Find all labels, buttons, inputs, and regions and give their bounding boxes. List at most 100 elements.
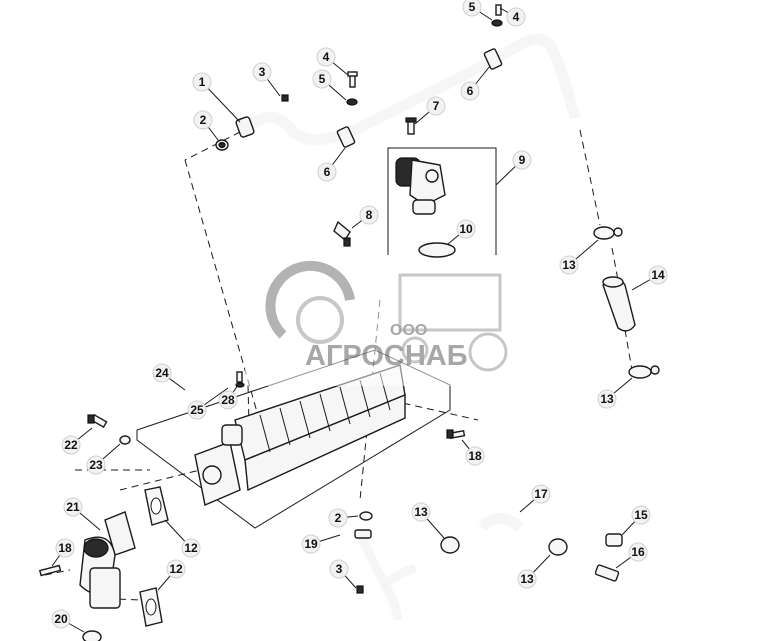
callout-c22: 22 <box>61 427 93 455</box>
clamp-13-mid-right <box>548 538 568 556</box>
callout-c5a: 5 <box>312 69 347 101</box>
callout-bubble <box>462 0 482 17</box>
callout-c13b: 13 <box>597 377 633 409</box>
callout-c4b: 4 <box>499 7 526 27</box>
clamp-13-lower <box>628 365 660 379</box>
callout-bubble <box>329 559 349 579</box>
gasket-12-lower <box>139 587 163 627</box>
callout-number: 13 <box>520 572 534 586</box>
bolt-18-right <box>446 429 466 439</box>
callout-bubble <box>252 62 272 82</box>
watermark-gear-icon <box>265 260 355 339</box>
egr-cooler-box <box>136 349 451 529</box>
callout-c18a: 18 <box>461 439 485 466</box>
bolt-3-lower <box>356 585 364 594</box>
callout-bubble <box>411 502 431 522</box>
callout-bubble <box>631 505 651 525</box>
callout-bubble <box>531 484 551 504</box>
callout-c10: 10 <box>447 219 476 245</box>
callout-number: 13 <box>600 392 614 406</box>
hose-14 <box>602 276 636 332</box>
callout-c15: 15 <box>621 505 651 536</box>
callout-c19: 19 <box>301 534 341 554</box>
callout-number: 9 <box>519 153 526 167</box>
callout-c25: 25 <box>187 387 229 420</box>
callout-c2b: 2 <box>328 508 359 528</box>
callout-number: 4 <box>323 50 330 64</box>
callout-c1: 1 <box>192 72 241 123</box>
callout-number: 17 <box>534 487 548 501</box>
callout-bubble <box>166 559 186 579</box>
callout-bubble <box>61 435 81 455</box>
watermark-company-name: АГРОСНАБ <box>305 340 468 372</box>
callout-c13a: 13 <box>559 239 599 275</box>
callout-c3b: 3 <box>329 559 357 589</box>
callout-c14: 14 <box>631 265 668 291</box>
callout-bubble <box>328 508 348 528</box>
callout-c20: 20 <box>51 609 85 633</box>
callout-bubble <box>597 389 617 409</box>
callout-number: 4 <box>513 10 520 24</box>
callout-c16: 16 <box>615 542 648 569</box>
washer-5-right <box>491 19 503 27</box>
callout-number: 19 <box>304 537 318 551</box>
callout-bubble <box>559 255 579 275</box>
callout-c21: 21 <box>63 497 101 531</box>
callout-c17: 17 <box>519 484 551 513</box>
callout-c24: 24 <box>152 363 186 391</box>
callout-number: 16 <box>631 545 645 559</box>
sensor-8 <box>333 220 351 247</box>
callout-number: 3 <box>336 562 343 576</box>
callout-bubble <box>648 265 668 285</box>
callout-number: 10 <box>459 222 473 236</box>
bolt-4-right <box>495 4 502 16</box>
bolt-25-28 <box>235 371 245 388</box>
hose-17 <box>478 513 524 532</box>
callout-bubble <box>187 400 207 420</box>
callout-number: 6 <box>324 165 331 179</box>
callout-c13d: 13 <box>517 554 551 589</box>
callout-bubble <box>359 205 379 225</box>
callout-number: 2 <box>335 511 342 525</box>
washer-5-top <box>346 98 358 106</box>
callout-c6a: 6 <box>317 147 346 182</box>
callout-number: 15 <box>634 508 648 522</box>
washer-2-top <box>215 139 229 151</box>
callout-c6b: 6 <box>460 65 491 101</box>
callout-c9: 9 <box>495 150 532 186</box>
callout-number: 8 <box>366 208 373 222</box>
callout-bubble <box>517 569 537 589</box>
bolt-7 <box>405 117 417 135</box>
callout-c4a: 4 <box>316 47 349 76</box>
watermark-harvester-icon <box>398 273 502 332</box>
callout-number: 20 <box>54 612 68 626</box>
callout-c3a: 3 <box>252 62 281 97</box>
elbow-21 <box>79 511 136 609</box>
callout-bubble <box>316 47 336 67</box>
callout-number: 14 <box>651 268 665 282</box>
fitting-16 <box>594 564 620 582</box>
callout-c13c: 13 <box>411 502 445 539</box>
callout-number: 12 <box>184 541 198 555</box>
callout-c23: 23 <box>86 443 121 475</box>
bolt-4-top <box>347 71 358 88</box>
callout-bubble <box>193 110 213 130</box>
callout-c2a: 2 <box>193 110 219 141</box>
washer-2-lower <box>359 511 373 521</box>
pipe-19 <box>354 529 417 621</box>
callout-bubble <box>301 534 321 554</box>
callout-number: 5 <box>319 72 326 86</box>
callout-bubble <box>218 390 238 410</box>
callout-bubble <box>317 162 337 182</box>
clamp-13-upper <box>593 226 623 240</box>
callout-number: 13 <box>414 505 428 519</box>
callout-number: 5 <box>469 0 476 14</box>
callout-bubble <box>312 69 332 89</box>
callout-number: 21 <box>66 500 80 514</box>
callout-number: 12 <box>169 562 183 576</box>
callout-number: 23 <box>89 458 103 472</box>
callout-number: 3 <box>259 65 266 79</box>
part-20 <box>82 630 102 641</box>
callout-c18b: 18 <box>51 538 75 567</box>
